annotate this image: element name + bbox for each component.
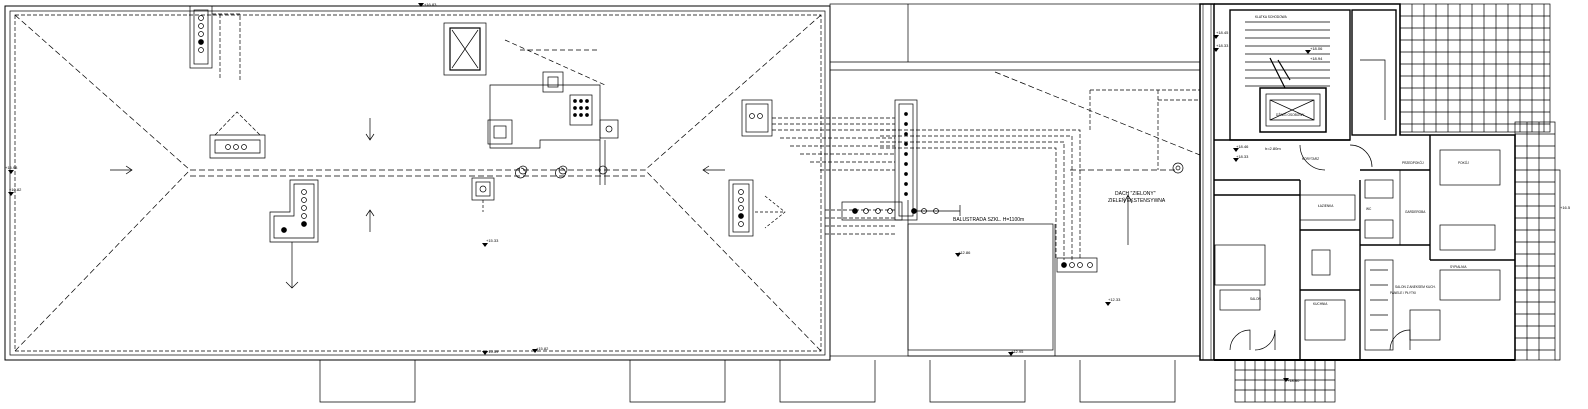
chimney-stack-4 [728, 179, 786, 237]
terrace-drains [1056, 257, 1098, 273]
elevation-markers [8, 3, 1311, 382]
balustrade-label: BALUSTRADA SZKL. H=1100m [953, 217, 1024, 223]
ventilation-cluster [487, 39, 619, 185]
chimney-stack-1 [189, 5, 241, 80]
wc-label: WC [1366, 207, 1372, 211]
elevation-hall-b: +18.33 [1236, 154, 1249, 159]
wardrobe-label: GARDEROBA [1405, 210, 1426, 214]
flat-roof-section [829, 3, 1201, 357]
elevation-center-mid: +15.33 [486, 238, 499, 243]
lower-facade-outline [319, 360, 1176, 403]
elevation-terrace-a: +12.86 [958, 250, 971, 255]
elevation-balcony: +18.80 [1287, 378, 1300, 383]
bathroom-label: ŁAZIENKA [1318, 204, 1334, 208]
elevation-right-edge: +16.5 [1560, 205, 1571, 210]
living-kitchen-label: SALON Z ANEKSEM KUCH. [1395, 285, 1436, 289]
elevator-label: DŹWIG OSOBOWY [1276, 112, 1305, 117]
green-roof-sublabel: ZIELEŃ EKSTENSYWNA [1108, 197, 1166, 204]
room-label: POKÓJ [1458, 160, 1469, 165]
main-hip-roof [4, 5, 831, 361]
staircase-label: KLATKA SCHODOWA [1255, 15, 1288, 19]
ventilation-riser [841, 99, 961, 221]
roof-skylight [443, 22, 487, 76]
elevation-left-edge: +15.98 [5, 165, 18, 170]
duct-bundle [780, 89, 1200, 260]
elevation-top-ridge: +16.83 [424, 2, 437, 7]
corridor-label: KORYTARZ [1302, 157, 1319, 161]
bedroom-label: SYPIALNIA [1450, 265, 1467, 269]
chimney-stack-2 [269, 179, 319, 289]
elevation-stair-d: +18.94 [1310, 56, 1323, 61]
floor-spec-label: PANELE / PŁYTKI [1390, 291, 1416, 295]
roof-vent-left [209, 111, 266, 159]
elevation-bottom-ridge-b: +15.82 [536, 346, 549, 351]
roof-vent-center [471, 177, 495, 212]
kitchen-label: KUCHNIA [1313, 302, 1328, 306]
elevation-stair-b: +18.33 [1216, 43, 1229, 48]
living-label: SALON [1250, 297, 1262, 301]
elevation-terrace-b: +12.33 [1108, 297, 1121, 302]
roof-terrace [1399, 3, 1561, 361]
room-height-label: h=2.80m [1265, 146, 1281, 151]
elevation-left-lower: +10.82 [9, 187, 22, 192]
elevation-stair-a: +18.45 [1216, 30, 1229, 35]
elevation-hall-a: +18.46 [1236, 144, 1249, 149]
apartment-plan [1199, 3, 1516, 403]
elevation-bottom-ridge-a: +15.59 [486, 349, 499, 354]
chimney-stack-3 [741, 99, 895, 137]
hall-label: PRZEDPOKÓJ [1402, 160, 1424, 165]
elevation-terrace-bottom: +12.95 [1011, 349, 1024, 354]
elevation-stair-c: +18.06 [1310, 46, 1323, 51]
green-roof-label: DACH "ZIELONY" [1115, 191, 1156, 197]
